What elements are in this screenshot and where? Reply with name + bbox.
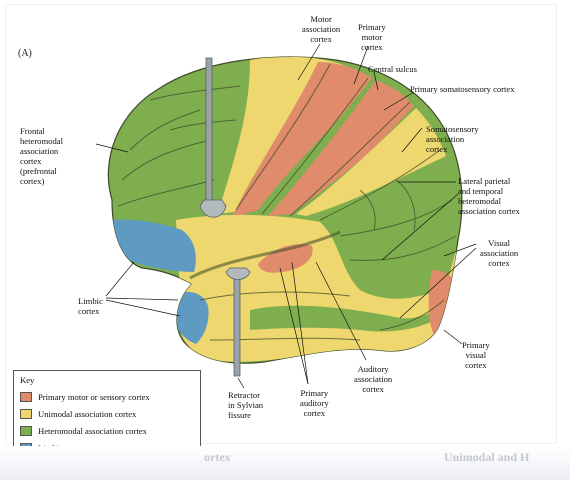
primary-auditory-region <box>258 244 313 273</box>
orbitofrontal-limbic-region <box>111 219 196 272</box>
label-lateral-parietal-temporal-heteromodal: Lateral parietal and temporal heteromoda… <box>458 176 520 216</box>
label-motor-association-cortex: Motor association cortex <box>302 14 341 44</box>
sylvian-fissure <box>189 230 341 280</box>
leader-lines <box>95 43 477 389</box>
label-central-sulcus: Central sulcus <box>368 64 417 74</box>
label-primary-visual-cortex: Primary visual cortex <box>462 340 490 370</box>
legend-title: Key <box>20 375 35 385</box>
primary-motor-region <box>232 62 372 218</box>
label-somatosensory-association-cortex: Somatosensory association cortex <box>426 124 479 154</box>
label-primary-auditory-cortex: Primary auditory cortex <box>300 388 329 418</box>
legend-item-primary: Primary motor or sensory cortex <box>20 391 150 403</box>
retractor-upper <box>199 57 227 218</box>
legend-label-heteromodal: Heteromodal association cortex <box>38 426 147 436</box>
label-primary-somatosensory-cortex: Primary somatosensory cortex <box>410 84 515 94</box>
label-primary-motor-cortex: Primary motor cortex <box>358 22 386 52</box>
retractor-lower <box>225 267 251 377</box>
label-visual-association-cortex: Visual association cortex <box>480 238 519 268</box>
label-retractor-sylvian-fissure: Retractor in Sylvian fissure <box>228 390 264 420</box>
background-heading-right: Unimodal and H <box>444 450 530 464</box>
primary-somatosensory-region <box>268 80 414 216</box>
legend-swatch-heteromodal <box>20 426 32 436</box>
legend-label-primary: Primary motor or sensory cortex <box>38 392 150 402</box>
panel-letter: (A) <box>18 48 32 59</box>
legend-swatch-primary <box>20 392 32 402</box>
legend-item-unimodal: Unimodal association cortex <box>20 408 136 420</box>
label-frontal-heteromodal-association-cortex: Frontal heteromodal association cortex (… <box>20 126 63 186</box>
background-heading-mid: ortex <box>204 450 231 464</box>
label-auditory-association-cortex: Auditory association cortex <box>354 364 393 394</box>
somatosensory-association-region <box>296 108 446 216</box>
legend-item-heteromodal: Heteromodal association cortex <box>20 425 147 437</box>
temporal-heteromodal-stripe <box>250 300 446 332</box>
legend-swatch-unimodal <box>20 409 32 419</box>
page-bottom-strip <box>0 446 570 480</box>
legend-label-unimodal: Unimodal association cortex <box>38 409 137 419</box>
temporal-pole-limbic-region <box>172 291 209 344</box>
label-limbic-cortex: Limbic cortex <box>78 296 103 316</box>
